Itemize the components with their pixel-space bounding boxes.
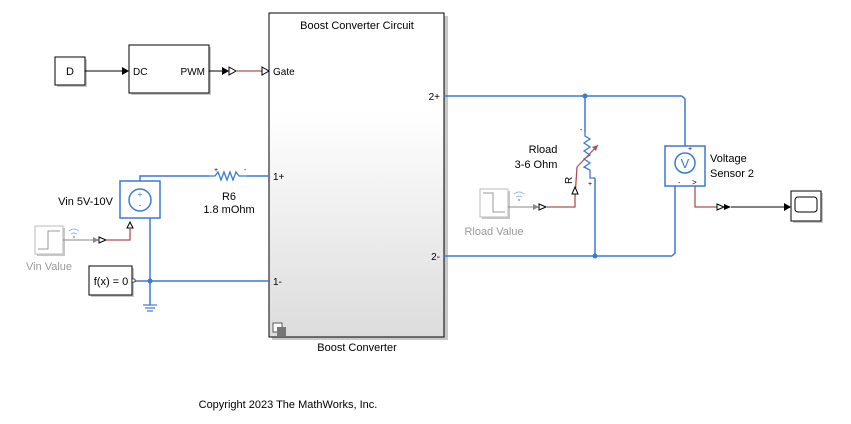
port-2-pos: 2+ (429, 92, 441, 103)
junction-node (147, 278, 153, 284)
wireless-icon (513, 191, 525, 202)
arrow-icon (93, 237, 99, 243)
wireless-icon (68, 228, 80, 239)
voltmeter-symbol: V (681, 156, 690, 171)
port-gate: Gate (273, 67, 295, 78)
rload-port-r: R (564, 177, 575, 184)
voltage-source-block[interactable]: + - (119, 180, 161, 219)
constant-block-d[interactable]: D (54, 56, 87, 87)
ps-converter-icon (228, 66, 238, 76)
port-2-neg: 2- (431, 252, 440, 263)
arrow-icon (784, 203, 791, 211)
ground-icon[interactable] (143, 304, 157, 312)
svg-text:+: + (138, 190, 143, 199)
voltage-source-icon (128, 188, 152, 212)
ps-line-sensor[interactable] (694, 186, 717, 208)
svg-text:+: + (688, 146, 692, 153)
vin-step-block[interactable]: Vin Value (26, 225, 80, 273)
arrow-icon (724, 204, 731, 210)
svg-text:>: > (692, 178, 697, 187)
svg-text:+: + (588, 181, 592, 188)
rload-step-label: Rload Value (464, 226, 523, 238)
ps-converter-icon (716, 203, 726, 211)
pwm-block[interactable]: DC PWM (128, 44, 211, 95)
voltmeter-icon (674, 152, 696, 174)
rload-value: 3-6 Ohm (515, 159, 558, 171)
ps-port-icon (571, 185, 579, 195)
subsystem-link-icon[interactable] (272, 322, 286, 336)
ps-port-icon (126, 220, 134, 229)
svg-text:-: - (244, 167, 247, 174)
wire-to-sensor-pos[interactable] (681, 95, 686, 146)
svg-text:-: - (139, 200, 142, 210)
scope-block[interactable] (790, 190, 823, 223)
resistor-r6[interactable]: + - (209, 167, 247, 182)
port-1-neg: 1- (273, 277, 282, 288)
arrow-icon (122, 67, 129, 75)
port-1-pos: 1+ (273, 172, 285, 183)
vin-label: Vin 5V-10V (58, 196, 114, 208)
ps-line-vin[interactable] (106, 228, 131, 241)
sensor-label-line1: Voltage (710, 153, 747, 165)
ps-port-icon (261, 66, 271, 76)
arrow-icon (533, 204, 539, 210)
r6-name: R6 (222, 191, 236, 203)
variable-resistor-icon (582, 132, 595, 179)
wire-to-sensor-neg[interactable] (671, 186, 676, 257)
boost-converter-subsystem[interactable]: Boost Converter Circuit Gate 1+ 1- 2+ 2- (268, 12, 448, 340)
copyright-text: Copyright 2023 The MathWorks, Inc. (199, 399, 378, 411)
ps-converter-icon (538, 203, 548, 211)
variable-resistor-rload[interactable]: - + R (564, 127, 599, 188)
voltage-sensor-block[interactable]: V + - > (664, 145, 706, 187)
scope-screen-icon (794, 196, 818, 213)
rload-step-block[interactable]: Rload Value (464, 188, 525, 238)
ps-line-rload[interactable] (547, 166, 578, 208)
svg-text:+: + (214, 167, 218, 174)
pwm-port-dc: DC (133, 67, 147, 78)
ps-converter-icon (98, 236, 108, 244)
resistor-icon (209, 170, 247, 182)
sensor-label-line2: Sensor 2 (710, 168, 754, 180)
rload-name: Rload (529, 144, 558, 156)
vin-step-label: Vin Value (26, 261, 72, 273)
svg-text:-: - (678, 180, 681, 187)
subsystem-name: Boost Converter (317, 342, 397, 354)
solver-label: f(x) = 0 (94, 276, 129, 288)
constant-label: D (66, 66, 74, 78)
svg-text:-: - (580, 127, 583, 134)
solver-configuration-block[interactable]: f(x) = 0 (88, 265, 136, 297)
r6-value: 1.8 mOhm (203, 204, 254, 216)
pwm-port-pwm: PWM (181, 67, 205, 78)
subsystem-title: Boost Converter Circuit (300, 20, 414, 32)
wire-vin-to-r6[interactable] (139, 175, 209, 181)
arrow-icon (222, 67, 229, 75)
